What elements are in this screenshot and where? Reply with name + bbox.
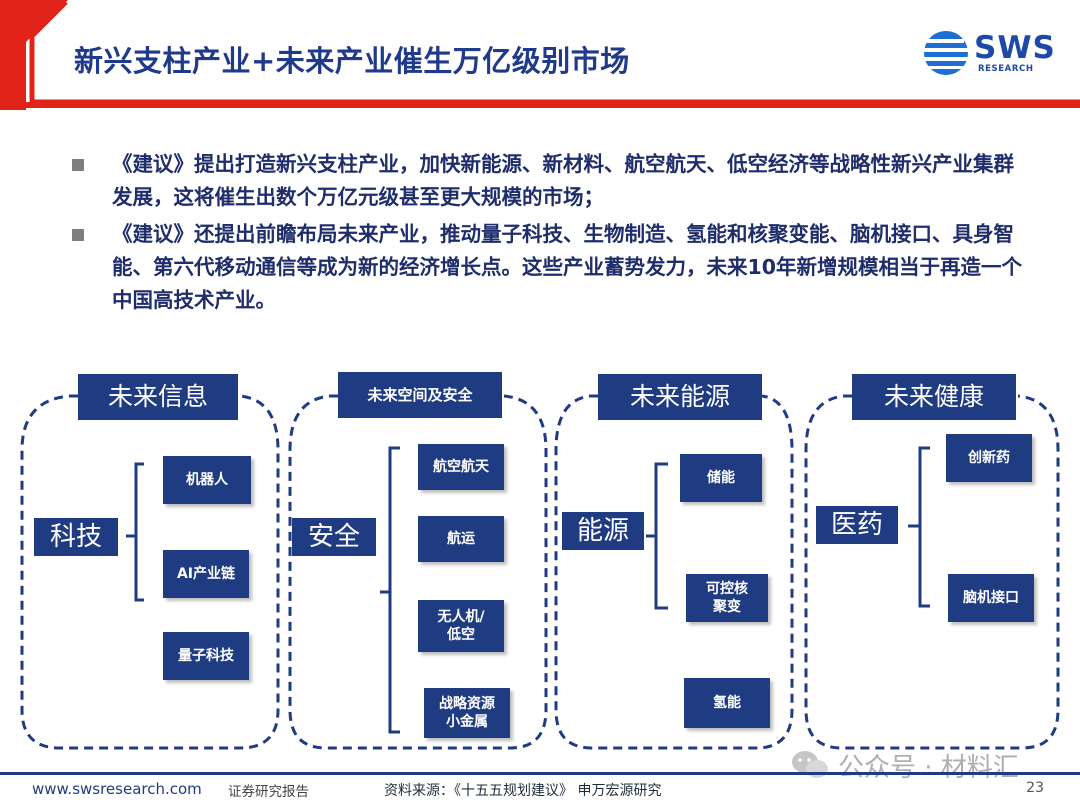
wechat-icon	[792, 751, 828, 778]
bullet-item: 《建议》还提出前瞻布局未来产业，推动量子科技、生物制造、氢能和核聚变能、脑机接口…	[72, 218, 1032, 317]
category-future-energy: 未来能源	[598, 374, 762, 420]
leaf-strategic-metals: 战略资源 小金属	[424, 688, 510, 738]
bullet-list: 《建议》提出打造新兴支柱产业，加快新能源、新材料、航空航天、低空经济等战略性新兴…	[72, 148, 1032, 321]
logo-subtext: RESEARCH	[978, 64, 1034, 74]
leaf-innovative-drugs: 创新药	[946, 434, 1032, 482]
leaf-drone-low-altitude: 无人机/ 低空	[418, 600, 504, 652]
bullet-text: 《建议》还提出前瞻布局未来产业，推动量子科技、生物制造、氢能和核聚变能、脑机接口…	[112, 222, 1023, 312]
footer-report-tag: 证券研究报告	[228, 784, 309, 800]
subcategory-security: 安全	[292, 518, 376, 556]
bullet-text: 《建议》提出打造新兴支柱产业，加快新能源、新材料、航空航天、低空经济等战略性新兴…	[112, 152, 1014, 209]
leaf-quantum-tech: 量子科技	[163, 632, 249, 680]
category-future-space-security: 未来空间及安全	[338, 372, 502, 418]
footer-divider	[0, 772, 1080, 775]
watermark: 公众号 · 材料汇	[790, 748, 1019, 783]
footer-source: 资料来源：《十五五规划建议》 申万宏源研究	[384, 783, 662, 799]
page-title: 新兴支柱产业+未来产业催生万亿级别市场	[74, 44, 630, 78]
footer-url-link[interactable]: www.swsresearch.com	[32, 780, 202, 798]
leaf-ai-chain: AI产业链	[163, 550, 249, 598]
industry-diagram: 未来信息 科技 机器人 AI产业链 量子科技 未来空间及安全 安全 航空航天 航…	[0, 360, 1080, 770]
leaf-aerospace: 航空航天	[418, 444, 504, 490]
category-future-information: 未来信息	[78, 374, 238, 420]
leaf-energy-storage: 储能	[680, 454, 762, 502]
leaf-controlled-fusion: 可控核 聚变	[686, 574, 768, 622]
subcategory-energy: 能源	[562, 512, 644, 550]
bullet-item: 《建议》提出打造新兴支柱产业，加快新能源、新材料、航空航天、低空经济等战略性新兴…	[72, 148, 1032, 214]
watermark-text: 公众号 · 材料汇	[838, 752, 1019, 783]
square-bullet-icon	[72, 159, 84, 171]
category-future-health: 未来健康	[852, 374, 1016, 420]
header-band: 新兴支柱产业+未来产业催生万亿级别市场 SWS RESEARCH	[0, 0, 1080, 110]
leaf-hydrogen: 氢能	[684, 678, 770, 728]
sws-logo-icon	[924, 31, 968, 75]
header-red-frame	[0, 0, 1080, 110]
diagram-lines	[20, 394, 1060, 750]
page-number: 23	[1026, 780, 1044, 796]
leaf-shipping: 航运	[418, 516, 504, 562]
leaf-robot: 机器人	[163, 456, 251, 504]
square-bullet-icon	[72, 229, 84, 241]
subcategory-medicine: 医药	[816, 506, 898, 544]
logo-wordmark: SWS	[974, 30, 1056, 66]
leaf-brain-computer-interface: 脑机接口	[948, 574, 1034, 622]
sws-logo: SWS RESEARCH	[922, 26, 1062, 82]
subcategory-technology: 科技	[34, 518, 118, 556]
